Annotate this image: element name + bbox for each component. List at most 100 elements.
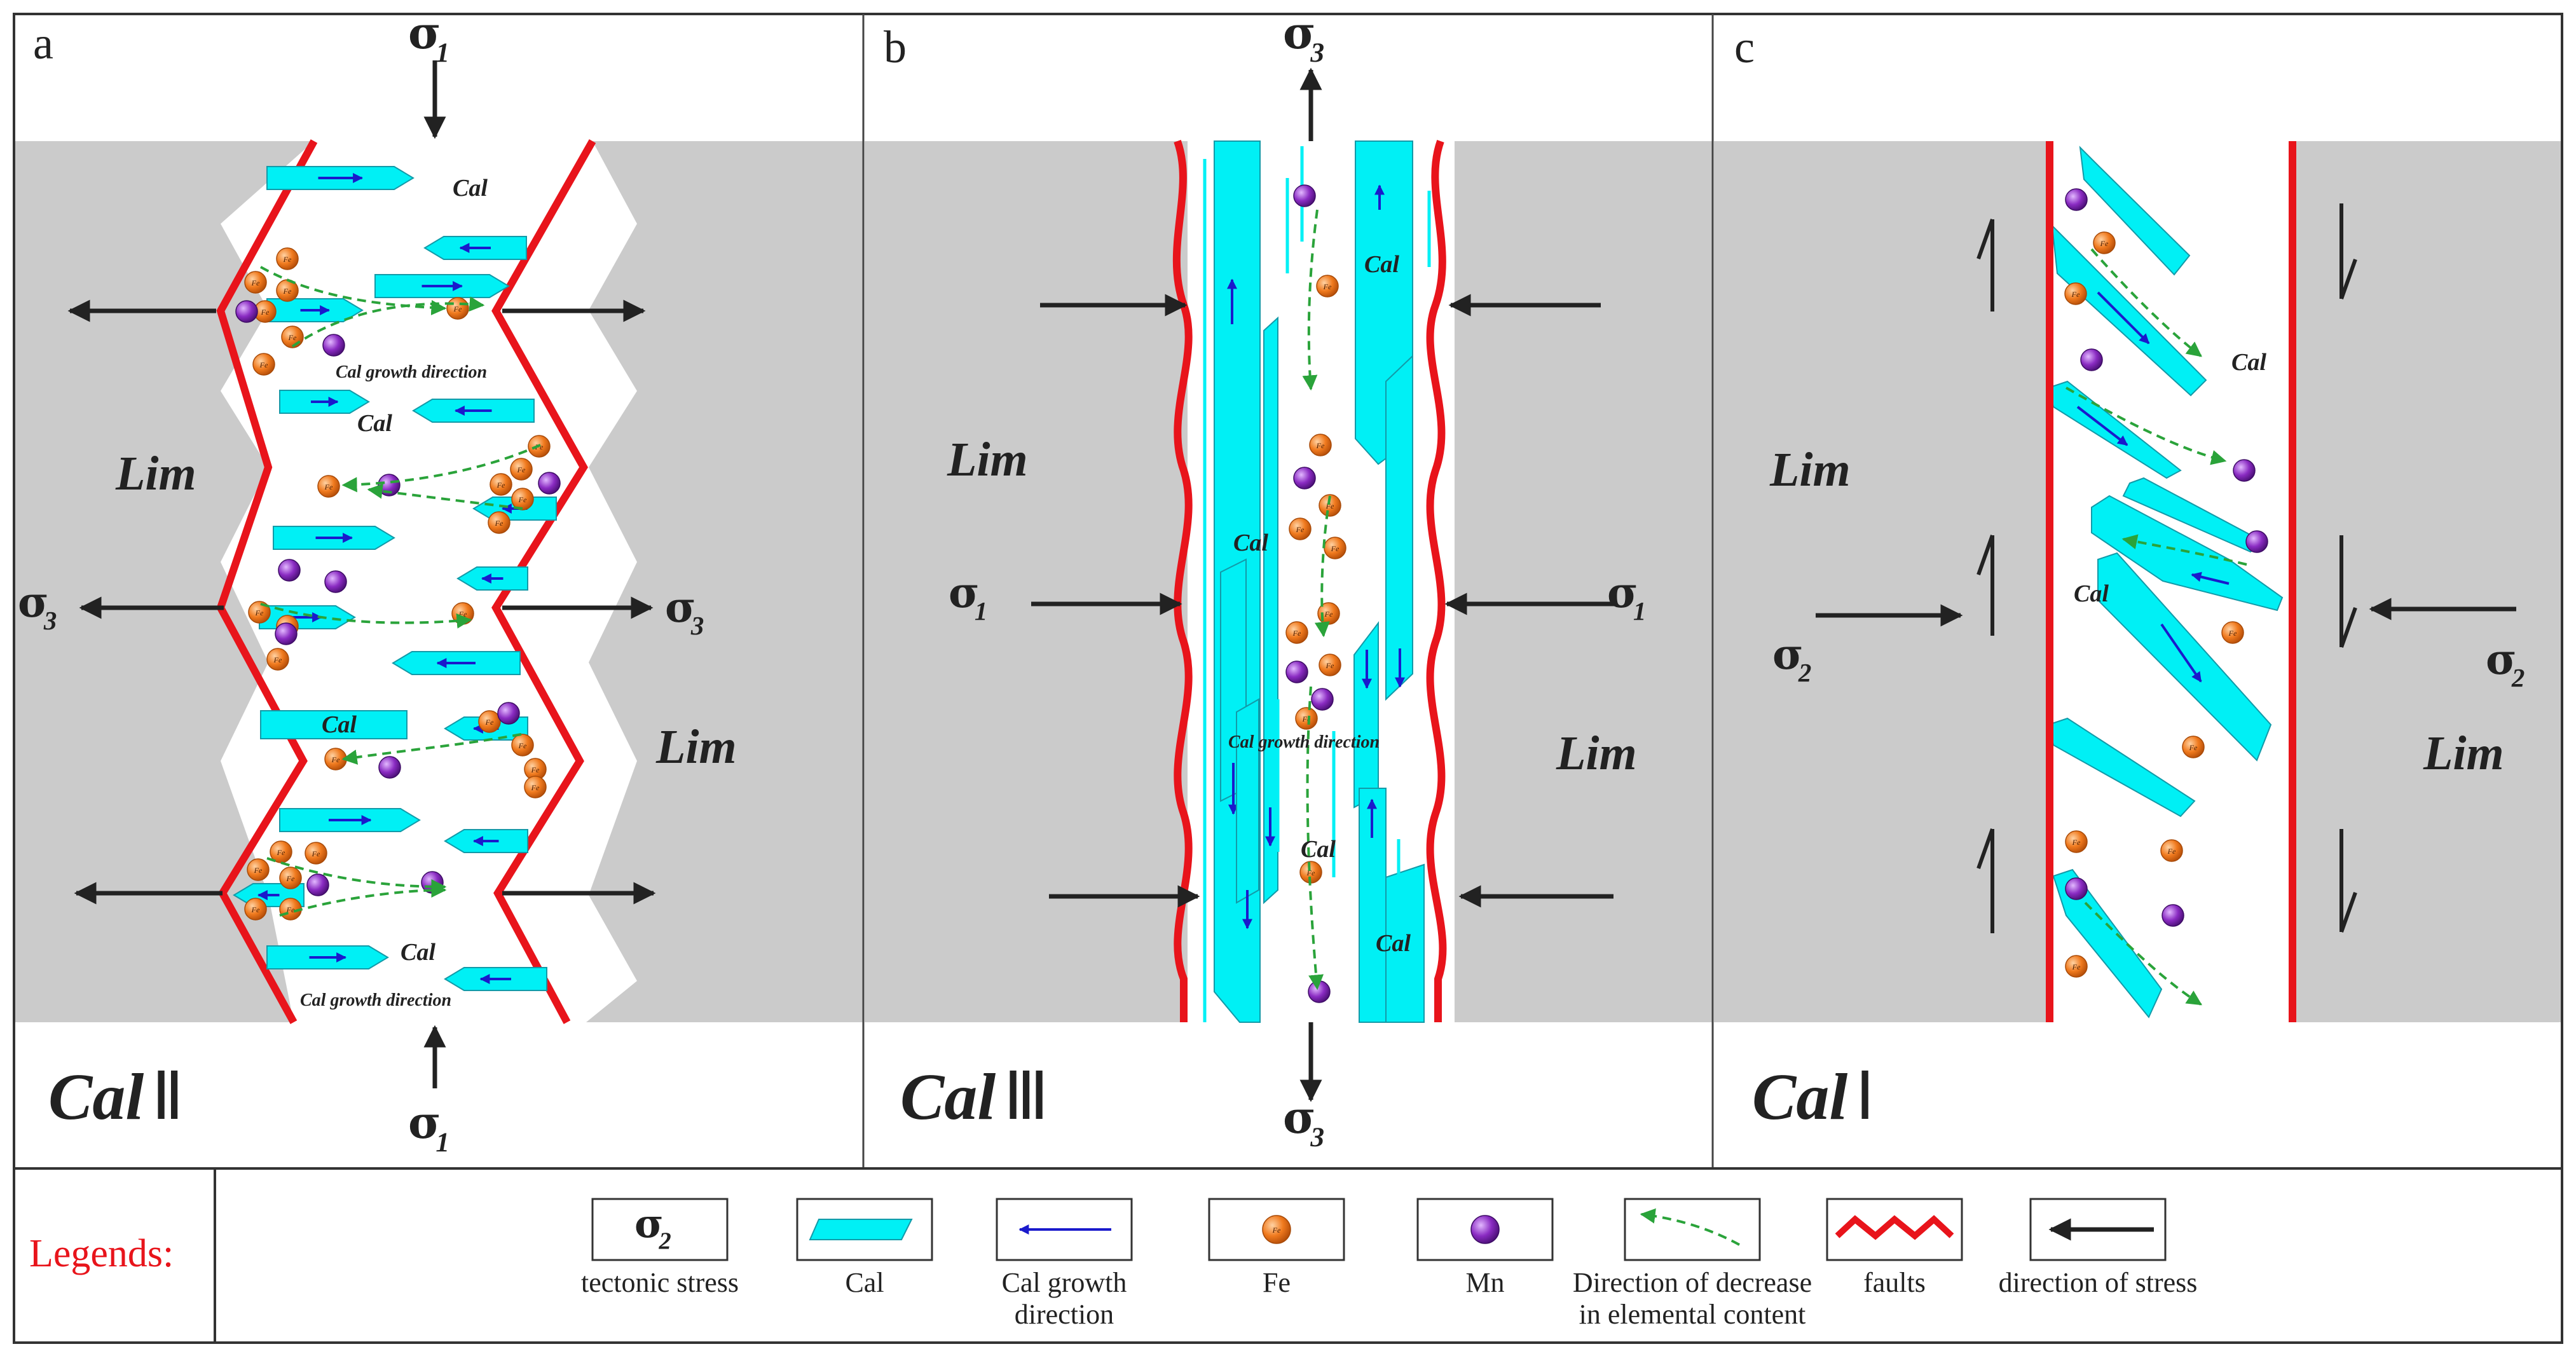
- cal-label: Cal: [1233, 530, 1268, 556]
- fe-particle-text: Fe: [2072, 838, 2081, 847]
- calcite-crystal: [2097, 552, 2272, 762]
- calcite-crystal: [412, 399, 535, 423]
- sigma-subscript: 1: [435, 1127, 449, 1158]
- caption-numeral: Ⅰ: [1855, 1060, 1875, 1133]
- legend-item-box: [1624, 1198, 1761, 1261]
- caption-main: Cal: [900, 1060, 996, 1133]
- mn-particle: [1293, 184, 1316, 207]
- cal-label: Cal: [453, 175, 488, 202]
- calcite-crystal: [279, 808, 421, 832]
- mn-particle: [497, 702, 520, 725]
- fe-particle-text: Fe: [1306, 868, 1315, 877]
- mn-particle: [2162, 904, 2184, 927]
- mn-particle: [378, 756, 401, 779]
- fe-particle: Fe: [2093, 231, 2116, 254]
- legend-item-label: Cal: [845, 1267, 884, 1298]
- fe-particle-text: Fe: [2228, 629, 2237, 638]
- sigma-symbol: σ: [634, 1200, 664, 1247]
- cal-label: Cal: [401, 939, 435, 966]
- sigma-subscript: 3: [690, 612, 704, 640]
- calcite-crystal: [2091, 495, 2284, 612]
- caption-numeral: Ⅱ: [151, 1060, 184, 1133]
- fe-particle: Fe: [254, 300, 277, 323]
- calcite-crystal: [1236, 698, 1259, 929]
- calcite-crystal: [374, 274, 510, 298]
- growth-arrow: [2097, 291, 2150, 345]
- fe-particle: Fe: [524, 758, 547, 781]
- fe-particle-text: Fe: [286, 905, 295, 914]
- stress-label: σ3: [665, 582, 704, 640]
- cal-label: Cal: [2074, 580, 2109, 607]
- calcite-crystal: [266, 945, 389, 969]
- legend-item-label: Fe: [1263, 1267, 1291, 1298]
- decrease-arrow: [341, 733, 522, 765]
- vein-fill-a: [221, 141, 637, 1022]
- fe-particle: Fe: [244, 271, 267, 294]
- calcite-crystal: [266, 166, 414, 190]
- calcite-crystal: [2079, 146, 2191, 276]
- fe-particle-text: Fe: [1292, 629, 1301, 638]
- fe-particle-text: Fe: [254, 866, 263, 875]
- calcite-crystal: [1263, 316, 1278, 905]
- fe-particle: Fe: [446, 297, 469, 320]
- fe-particle: Fe: [511, 488, 534, 510]
- stress-label: σ2: [634, 1200, 671, 1255]
- mn-particle: [324, 570, 347, 593]
- sigma-subscript: 2: [1798, 659, 1811, 687]
- lim-label: Lim: [1769, 443, 1851, 497]
- legend-calcite-swatch: [809, 1219, 913, 1240]
- sigma-subscript: 3: [1310, 38, 1324, 68]
- sigma-symbol: σ: [1607, 568, 1638, 617]
- sigma-symbol: σ: [1283, 6, 1316, 59]
- fe-particle: Fe: [1295, 707, 1318, 730]
- sigma-symbol: σ: [18, 577, 49, 627]
- fe-particle-text: Fe: [255, 608, 264, 617]
- legend-fault-line: [1835, 1215, 1954, 1240]
- fe-particle-text: Fe: [518, 495, 527, 504]
- fe-particle: Fe: [511, 734, 534, 757]
- fe-particle-text: Fe: [2072, 962, 2081, 971]
- fe-particle: Fe: [1262, 1215, 1291, 1244]
- fe-particle-text: Fe: [277, 848, 285, 857]
- sigma-symbol: σ: [1772, 629, 1804, 679]
- mn-particle: [1311, 688, 1334, 711]
- lim-label: Lim: [1556, 727, 1637, 780]
- fe-particle-text: Fe: [2100, 239, 2109, 248]
- calcite-crystal: [456, 566, 528, 591]
- fe-particle-text: Fe: [2167, 847, 2176, 856]
- sigma-subscript: 2: [658, 1228, 671, 1255]
- lim-label: Lim: [947, 433, 1028, 486]
- fe-particle: Fe: [266, 648, 289, 671]
- calcite-crystal: [259, 605, 356, 629]
- mn-particle: [2065, 877, 2088, 900]
- fe-particle: Fe: [248, 601, 271, 624]
- fe-particle-text: Fe: [518, 741, 527, 750]
- cal-label: Cal: [1376, 930, 1411, 957]
- fe-particle: Fe: [276, 247, 299, 270]
- sigma-symbol: σ: [2486, 634, 2517, 684]
- panel-a: FeFeFeFeFeFeFeFeFeFeFeFeFeFeFeFeFeFeFeFe…: [216, 139, 637, 1024]
- shear-arrow-head: [1977, 218, 1994, 260]
- legend-title: Legends:: [29, 1232, 174, 1275]
- decrease-arrow: [260, 603, 472, 629]
- decrease-arrow: [1640, 1208, 1740, 1246]
- mn-particle: [2065, 188, 2088, 211]
- stress-label: σ1: [408, 6, 449, 68]
- fe-particle: Fe: [478, 710, 501, 733]
- shear-arrow-head: [2340, 891, 2357, 933]
- mn-particle: [1293, 467, 1316, 490]
- cal-label: Cal: [322, 711, 357, 738]
- calcite-crystal: [423, 236, 527, 260]
- fe-particle: Fe: [2221, 621, 2244, 644]
- fe-particle-text: Fe: [312, 849, 320, 858]
- fe-particle: Fe: [1285, 621, 1308, 644]
- sigma-subscript: 1: [435, 38, 449, 68]
- fe-particle-text: Fe: [531, 783, 540, 792]
- fault-line: [1172, 139, 1193, 1022]
- sigma-symbol: σ: [408, 6, 441, 59]
- fe-particle-text: Fe: [283, 287, 292, 296]
- fe-particle-text: Fe: [251, 905, 260, 914]
- fe-particle: Fe: [2065, 955, 2088, 978]
- legend-item-label: tectonic stress: [581, 1267, 739, 1298]
